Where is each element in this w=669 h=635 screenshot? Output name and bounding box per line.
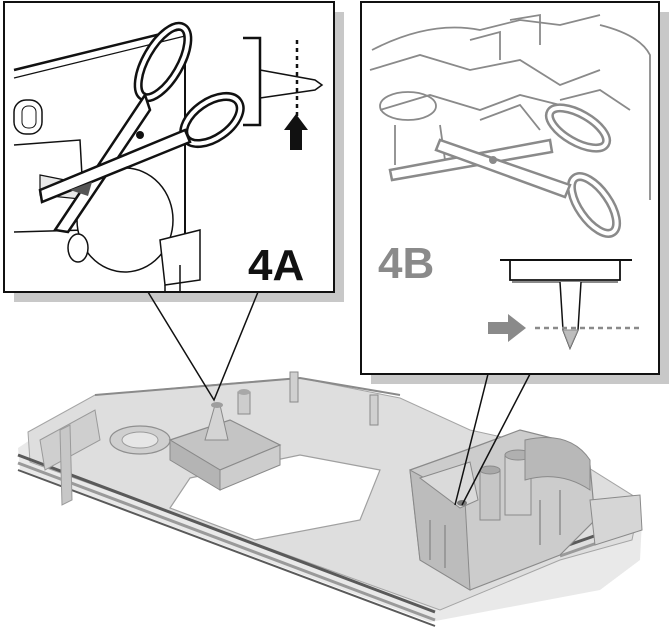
cut-detail-4b	[488, 259, 640, 350]
scissors-icon	[388, 103, 622, 238]
front-rail	[17, 453, 641, 627]
leader-line-4b	[454, 373, 531, 506]
scissors-icon	[38, 21, 245, 234]
callout-label-4b: 4B	[378, 239, 434, 288]
tray-part	[17, 371, 643, 627]
mechanism-4b	[409, 429, 643, 591]
arrow-up-icon	[284, 114, 308, 150]
cut-detail-4a	[243, 36, 324, 150]
basin-4a	[168, 402, 282, 491]
callout-panel-4b: 4B	[360, 1, 669, 506]
callout-label-4a: 4A	[248, 241, 304, 290]
back-posts	[237, 371, 379, 426]
leader-line-4a	[147, 291, 259, 402]
arrow-right-icon	[488, 314, 526, 342]
callout-panel-4a: 4A	[3, 1, 344, 402]
